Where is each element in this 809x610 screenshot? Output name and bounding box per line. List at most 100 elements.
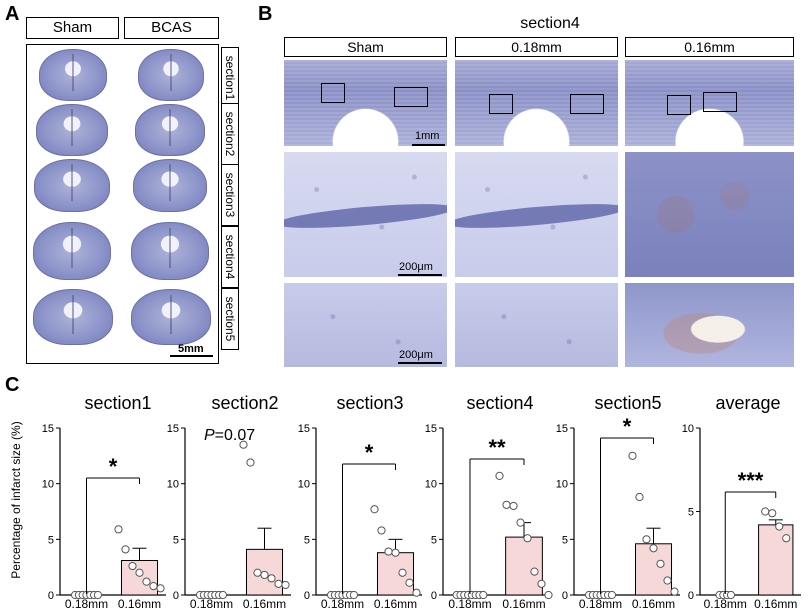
y-tick-label: 5 <box>688 507 694 519</box>
panel-b-column-sham: Sham <box>284 37 447 57</box>
data-point <box>761 507 770 516</box>
data-point <box>642 535 651 544</box>
panel-a-header-sham: Sham <box>26 17 119 39</box>
histology-tile-sham-hippocampus <box>284 152 447 277</box>
brain-section-5-bcas <box>131 289 211 345</box>
x-tick-label: 0.18mm <box>321 597 364 610</box>
roi-box-0-16mm-hippocampus <box>667 95 691 115</box>
data-point <box>495 471 504 480</box>
x-tick-label: 0.18mm <box>579 597 622 610</box>
y-tick-label: 15 <box>298 423 310 435</box>
x-tick-label: 0.16mm <box>754 597 797 610</box>
data-point <box>128 561 137 571</box>
y-tick-label: 5 <box>48 534 54 546</box>
y-tick-label: 5 <box>431 534 437 546</box>
histology-tile-0-16mm-overview <box>625 60 794 146</box>
data-point <box>530 567 539 576</box>
brain-section-4-bcas <box>131 222 209 280</box>
histology-tile-0-16mm-cortex <box>625 283 794 367</box>
panel-b-scalebar-cortex-label: 200μm <box>399 349 433 361</box>
data-point <box>398 568 407 577</box>
data-point <box>670 587 679 596</box>
y-tick-label: 0 <box>688 590 694 602</box>
x-tick-label: 0.18mm <box>448 597 491 610</box>
y-tick-label: 15 <box>556 423 568 435</box>
x-tick-label: 0.18mm <box>190 597 233 610</box>
data-point <box>142 577 151 586</box>
panel-b-scalebar-cortex <box>398 362 442 364</box>
roi-box-sham-hippocampus <box>321 83 345 103</box>
y-tick-label: 5 <box>304 534 310 546</box>
data-point <box>246 458 255 467</box>
y-tick-label: 5 <box>173 534 179 546</box>
data-point <box>656 559 665 568</box>
brain-section-3-sham <box>34 159 110 212</box>
chart-title-section4: section4 <box>466 393 533 413</box>
data-point <box>114 525 123 534</box>
data-point <box>405 578 414 587</box>
data-point <box>412 588 421 597</box>
histology-tile-0-16mm-hippocampus <box>625 152 794 277</box>
brain-section-1-bcas <box>138 49 204 101</box>
y-tick-label: 10 <box>42 479 54 491</box>
panel-a-brain-section-frame <box>26 44 219 364</box>
data-point <box>239 440 248 449</box>
data-point <box>635 492 644 502</box>
histology-tile-sham-cortex <box>284 283 447 367</box>
section-tag-4: section4 <box>221 226 239 288</box>
data-point <box>768 509 777 518</box>
brain-section-2-sham <box>36 104 108 156</box>
data-point <box>509 501 518 511</box>
data-point <box>537 579 546 588</box>
x-tick-label: 0.16mm <box>118 597 161 610</box>
panel-b-scalebar-overview-label: 1mm <box>415 130 440 142</box>
section-tag-3: section3 <box>221 164 239 226</box>
data-point <box>267 574 276 583</box>
panel-a-scalebar-label: 5mm <box>178 343 204 355</box>
data-point <box>726 590 736 600</box>
y-tick-label: 15 <box>42 423 54 435</box>
data-point <box>628 451 637 460</box>
panel-a-header-bcas: BCAS <box>124 17 219 39</box>
data-point <box>156 584 165 593</box>
data-point <box>135 568 144 577</box>
brain-section-1-sham <box>39 49 107 101</box>
significance-annotation: *** <box>738 468 764 493</box>
data-point <box>377 526 386 535</box>
significance-annotation: ** <box>488 435 506 460</box>
data-point <box>782 534 791 543</box>
roi-box-0-16mm-cortex <box>703 92 737 112</box>
brain-section-5-sham <box>33 289 113 345</box>
chart-title-section1: section1 <box>84 393 151 413</box>
y-tick-label: 0 <box>173 590 179 602</box>
brain-section-2-bcas <box>135 104 205 156</box>
roi-box-0-18mm-hippocampus <box>489 94 513 114</box>
y-tick-label: 0 <box>562 590 568 602</box>
chart-title-average: average <box>715 393 780 413</box>
section-tag-5: section5 <box>221 288 239 350</box>
y-tick-label: 10 <box>556 479 568 491</box>
x-tick-label: 0.16mm <box>502 597 545 610</box>
y-tick-label: 0 <box>48 590 54 602</box>
roi-box-sham-cortex <box>394 87 428 107</box>
x-tick-label: 0.18mm <box>65 597 108 610</box>
histology-tile-0-18mm-cortex <box>455 283 618 367</box>
data-point <box>607 590 617 600</box>
section2-p-number: =0.07 <box>214 427 256 444</box>
data-point <box>121 545 130 554</box>
bar-0.16mm <box>376 552 415 596</box>
data-point <box>218 590 227 600</box>
data-point <box>649 544 658 553</box>
significance-annotation: * <box>109 454 118 479</box>
histology-tile-sham-overview <box>284 60 447 146</box>
data-point <box>370 505 379 514</box>
x-tick-label: 0.18mm <box>704 597 747 610</box>
y-tick-label: 15 <box>425 423 437 435</box>
bar-0.16mm <box>505 536 543 596</box>
y-tick-label: 10 <box>167 479 179 491</box>
